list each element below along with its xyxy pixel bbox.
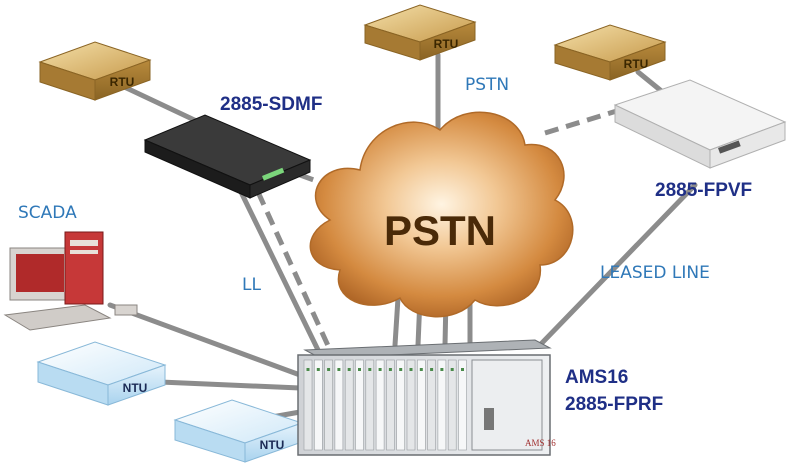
- ntu-1-label: NTU: [123, 381, 148, 395]
- ntu-2: NTU: [173, 399, 304, 463]
- rack-card-led: [430, 368, 434, 371]
- rack-card-led: [378, 368, 382, 371]
- rack-card-led: [440, 368, 444, 371]
- rack-card-led: [450, 368, 454, 371]
- rack-card-led: [368, 368, 372, 371]
- rtu-top: RTU: [363, 4, 477, 61]
- scada-computer: [3, 231, 138, 331]
- ams-label: AMS16: [565, 367, 628, 388]
- dashed-sdmf-rack: [255, 190, 333, 352]
- rack-card: [365, 359, 375, 451]
- rack-card-led: [347, 368, 351, 371]
- link-sdmf-rack-ll: [237, 187, 321, 353]
- rack-card-led: [337, 368, 341, 371]
- sdmf-label: 2885-SDMF: [220, 94, 322, 115]
- rack-card-led: [327, 368, 331, 371]
- rack-card-led: [399, 368, 403, 371]
- rack-card-led: [419, 368, 423, 371]
- fpvf-modem: [613, 79, 787, 169]
- link-scada-rack: [107, 302, 303, 378]
- rack-card: [375, 359, 385, 451]
- rack-card-led: [358, 368, 361, 371]
- rack-card: [437, 359, 447, 451]
- fprf-label: 2885-FPRF: [565, 394, 663, 415]
- rack-card: [303, 359, 313, 451]
- rack-card: [416, 359, 426, 451]
- ams16-rack: AMS 16: [297, 339, 556, 456]
- pstn-cloud: PSTN: [309, 111, 574, 318]
- rack-card: [355, 359, 364, 451]
- ntu-1: NTU: [36, 341, 167, 406]
- link-rtu-left-sdmf: [117, 82, 208, 128]
- link-rack-cloud-1: [392, 295, 401, 348]
- pstn-link-label: PSTN: [465, 75, 509, 95]
- rack-card-led: [316, 368, 320, 371]
- cloud-label: PSTN: [384, 207, 496, 254]
- rack-card: [313, 359, 323, 451]
- link-ntu1-rack: [157, 379, 303, 391]
- connection-lines: [107, 52, 698, 423]
- rack-card: [447, 359, 457, 451]
- rack-card-led: [461, 368, 464, 371]
- rtu-right: RTU: [553, 24, 667, 81]
- rack-brand-label: AMS 16: [525, 438, 556, 448]
- rack-card-led: [388, 368, 392, 371]
- rtu-left: RTU: [38, 41, 152, 101]
- rack-slots: [303, 359, 467, 451]
- rack-card: [427, 359, 436, 451]
- rtu-left-label: RTU: [110, 75, 135, 89]
- rtu-top-label: RTU: [434, 37, 459, 51]
- rack-card: [344, 359, 354, 451]
- ll-label: LL: [242, 275, 261, 295]
- rack-card: [406, 359, 416, 451]
- link-fpvf-rack-leased: [537, 182, 698, 348]
- ntu-2-label: NTU: [260, 438, 285, 452]
- fpvf-label: 2885-FPVF: [655, 180, 752, 201]
- rack-card: [386, 359, 395, 451]
- rack-card: [396, 359, 406, 451]
- rtu-right-label: RTU: [624, 57, 649, 71]
- dashed-cloud-fpvf: [544, 107, 621, 136]
- rack-card: [334, 359, 344, 451]
- rack-card-led: [409, 368, 413, 371]
- leased-line-label: LEASED LINE: [600, 263, 710, 283]
- rack-card: [458, 359, 467, 451]
- rack-card: [324, 359, 333, 451]
- rack-card-led: [306, 368, 310, 371]
- sdmf-modem: [143, 114, 312, 199]
- scada-label: SCADA: [18, 203, 77, 223]
